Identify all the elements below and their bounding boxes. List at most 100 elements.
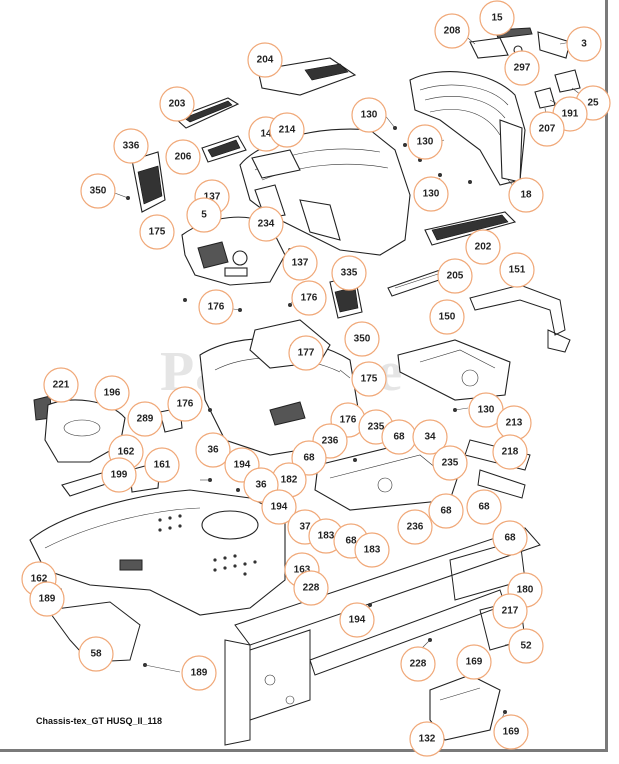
callout-130: 130 <box>407 124 443 160</box>
callout-circle <box>195 432 231 468</box>
callout-label: 213 <box>506 418 523 429</box>
callout-189: 189 <box>29 581 65 617</box>
callout-circle <box>291 440 327 476</box>
callout-label: 176 <box>177 399 194 410</box>
callout-169: 169 <box>493 714 529 750</box>
callout-221: 221 <box>43 367 79 403</box>
callout-circle <box>43 367 79 403</box>
callout-circle <box>344 321 380 357</box>
hood-top-panel <box>257 57 357 96</box>
callout-circle <box>499 252 535 288</box>
callout-161: 161 <box>144 447 180 483</box>
callout-circle <box>412 419 448 455</box>
callout-circle <box>354 532 390 568</box>
callout-205: 205 <box>437 258 473 294</box>
callout-150: 150 <box>429 299 465 335</box>
callout-circle <box>493 714 529 750</box>
callout-label: 336 <box>123 141 140 152</box>
callout-circle <box>288 335 324 371</box>
sheet-frame <box>0 0 608 752</box>
callout-circle <box>429 299 465 335</box>
side-panel-336 <box>131 151 166 213</box>
callout-label: 162 <box>31 574 48 585</box>
callout-203: 203 <box>159 86 195 122</box>
callout-202: 202 <box>465 229 501 265</box>
fender-left-parts <box>33 395 183 497</box>
callout-circle <box>437 258 473 294</box>
callout-218: 218 <box>492 434 528 470</box>
callout-label: 176 <box>208 302 225 313</box>
callout-label: 350 <box>90 186 107 197</box>
callout-label: 37 <box>299 522 311 533</box>
callout-label: 150 <box>439 312 456 323</box>
callout-236: 236 <box>397 509 433 545</box>
callout-label: 36 <box>207 445 219 456</box>
callout-label: 163 <box>294 565 311 576</box>
callout-label: 199 <box>111 470 128 481</box>
callout-label: 236 <box>407 522 424 533</box>
callout-circle <box>78 636 114 672</box>
callout-214: 214 <box>269 112 305 148</box>
callout-228: 228 <box>400 646 436 682</box>
callout-68: 68 <box>428 493 464 529</box>
callout-68: 68 <box>466 489 502 525</box>
callout-label: 36 <box>255 480 267 491</box>
right-grille-insert <box>424 211 517 246</box>
callout-label: 177 <box>298 348 315 359</box>
callout-circle <box>479 0 515 36</box>
callout-169: 169 <box>456 644 492 680</box>
callout-207: 207 <box>529 111 565 147</box>
callout-label: 203 <box>169 99 186 110</box>
callout-circle <box>409 721 445 757</box>
callout-circle <box>428 493 464 529</box>
callout-235: 235 <box>432 445 468 481</box>
top-right-brackets <box>469 27 581 109</box>
callout-5: 5 <box>186 197 222 233</box>
callout-label: 196 <box>104 388 121 399</box>
callout-circle <box>432 445 468 481</box>
dash-panel-lower <box>199 338 361 456</box>
strip-205 <box>387 269 446 297</box>
callout-206: 206 <box>165 139 201 175</box>
callout-label: 235 <box>442 458 459 469</box>
callout-circle <box>144 447 180 483</box>
callout-label: 202 <box>475 242 492 253</box>
callout-label: 68 <box>478 502 490 513</box>
callout-213: 213 <box>496 405 532 441</box>
callout-176: 176 <box>198 289 234 325</box>
callout-circle <box>492 434 528 470</box>
callout-circle <box>566 26 602 62</box>
callout-label: 68 <box>393 432 405 443</box>
callout-58: 58 <box>78 636 114 672</box>
callout-circle <box>127 401 163 437</box>
callout-label: 130 <box>478 405 495 416</box>
callout-label: 169 <box>503 727 520 738</box>
headlight-piece <box>201 135 247 163</box>
callout-label: 68 <box>440 506 452 517</box>
callout-label: 228 <box>303 583 320 594</box>
callout-68: 68 <box>492 520 528 556</box>
callout-circle <box>339 602 375 638</box>
callout-label: 221 <box>53 380 70 391</box>
callout-circle <box>407 124 443 160</box>
callout-217: 217 <box>492 593 528 629</box>
callout-68: 68 <box>381 419 417 455</box>
callout-label: 189 <box>39 594 56 605</box>
callout-circle <box>181 655 217 691</box>
callout-label: 214 <box>279 125 296 136</box>
callout-196: 196 <box>94 375 130 411</box>
callout-52: 52 <box>508 628 544 664</box>
callout-label: 162 <box>118 447 135 458</box>
callout-label: 176 <box>301 293 318 304</box>
callout-circle <box>397 509 433 545</box>
callout-label: 52 <box>520 641 532 652</box>
callout-label: 132 <box>419 734 436 745</box>
diagram-caption: Chassis-tex_GT HUSQ_II_118 <box>36 716 163 726</box>
front-grille-bumper <box>409 71 526 186</box>
callout-label: 194 <box>349 615 366 626</box>
callout-label: 175 <box>149 227 166 238</box>
callout-151: 151 <box>499 252 535 288</box>
callout-circle <box>351 97 387 133</box>
callout-183: 183 <box>354 532 390 568</box>
